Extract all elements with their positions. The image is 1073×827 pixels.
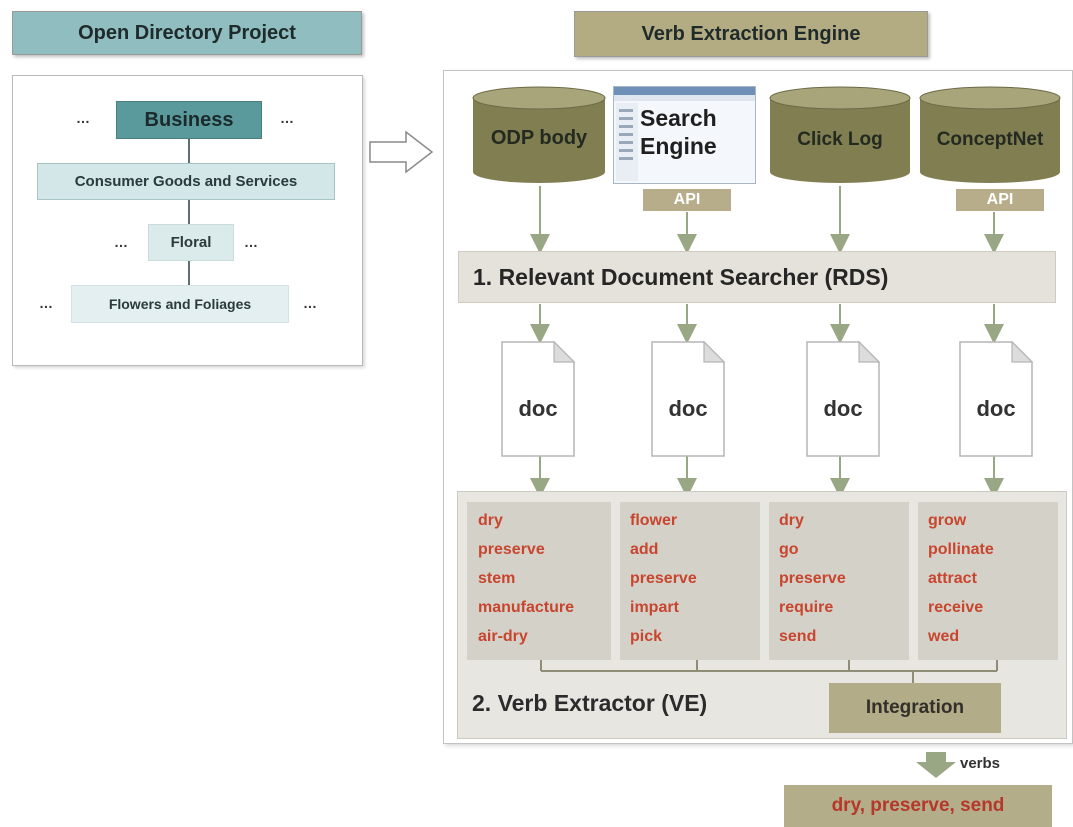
document-icon (501, 340, 576, 457)
source-odp-body: ODP body (490, 126, 588, 149)
odp-node-floral: Floral (148, 224, 234, 261)
flow-arrows (530, 186, 1004, 498)
search-engine-screenshot (613, 86, 756, 184)
ellipsis: … (244, 234, 259, 250)
word-list-panel (918, 502, 1058, 660)
document-icon (806, 340, 881, 457)
doc-label: doc (518, 396, 558, 421)
word-list-search: flower add preserve impart pick (630, 506, 697, 651)
rds-stage: 1. Relevant Document Searcher (RDS) (458, 251, 1056, 303)
odp-header: Open Directory Project (12, 11, 362, 55)
word-item: manufacture (478, 599, 575, 616)
word-list-panel (620, 502, 760, 660)
ellipsis: … (280, 110, 295, 126)
doc-label: doc (668, 396, 708, 421)
result-verbs: dry, preserve, send (784, 785, 1052, 827)
source-conceptnet: ConceptNet (936, 129, 1044, 150)
word-item: grow (928, 512, 967, 529)
word-list-conceptnet: grow pollinate attract receive wed (928, 506, 994, 651)
odp-node-business: Business (116, 101, 262, 139)
word-item: preserve (630, 570, 697, 587)
word-item: pollinate (928, 541, 994, 558)
odp-node-flowers-foliages: Flowers and Foliages (71, 285, 289, 323)
word-item: dry (478, 512, 503, 529)
database-cylinder-icon (769, 86, 911, 183)
word-item: dry (779, 512, 804, 529)
source-search-engine: Search Engine (640, 104, 752, 160)
merge-connector (540, 660, 998, 683)
word-item: attract (928, 570, 977, 587)
browser-window-icon (614, 87, 755, 181)
tree-connector (188, 139, 190, 163)
word-item: go (779, 541, 799, 558)
search-engine-line2: Engine (640, 133, 717, 159)
engine-header: Verb Extraction Engine (574, 11, 928, 57)
word-item: preserve (779, 570, 846, 587)
word-item: preserve (478, 541, 545, 558)
ellipsis: … (39, 295, 54, 311)
output-arrow-icon (916, 752, 956, 778)
word-item: pick (630, 628, 663, 645)
word-item: stem (478, 570, 516, 587)
word-item: impart (630, 599, 679, 616)
doc-label: doc (976, 396, 1016, 421)
word-list-odp: dry preserve stem manufacture air-dry (478, 506, 574, 651)
verbs-label: verbs (960, 755, 1001, 772)
database-cylinder-icon (919, 86, 1061, 183)
ve-stage-label: 2. Verb Extractor (VE) (472, 690, 708, 716)
word-list-panel (769, 502, 909, 660)
api-tag: API (643, 189, 731, 211)
ellipsis: … (303, 295, 318, 311)
word-item: receive (928, 599, 984, 616)
api-tag: API (956, 189, 1044, 211)
word-item: wed (928, 628, 960, 645)
integration-box: Integration (829, 683, 1001, 733)
word-list-panel (467, 502, 611, 660)
document-icon (959, 340, 1034, 457)
word-item: require (779, 599, 834, 616)
doc-label: doc (823, 396, 863, 421)
ellipsis: … (76, 110, 91, 126)
word-item: air-dry (478, 628, 528, 645)
word-item: send (779, 628, 817, 645)
flow-arrow-icon (369, 130, 434, 174)
tree-connector (188, 200, 190, 224)
document-icon (651, 340, 726, 457)
search-engine-line1: Search (640, 105, 717, 131)
database-cylinder-icon (472, 86, 606, 183)
tree-connector (188, 261, 190, 285)
odp-node-consumer-goods: Consumer Goods and Services (37, 163, 335, 200)
word-list-clicklog: dry go preserve require send (779, 506, 846, 651)
word-item: flower (630, 512, 678, 529)
source-click-log: Click Log (797, 129, 883, 150)
ellipsis: … (114, 234, 129, 250)
word-item: add (630, 541, 659, 558)
